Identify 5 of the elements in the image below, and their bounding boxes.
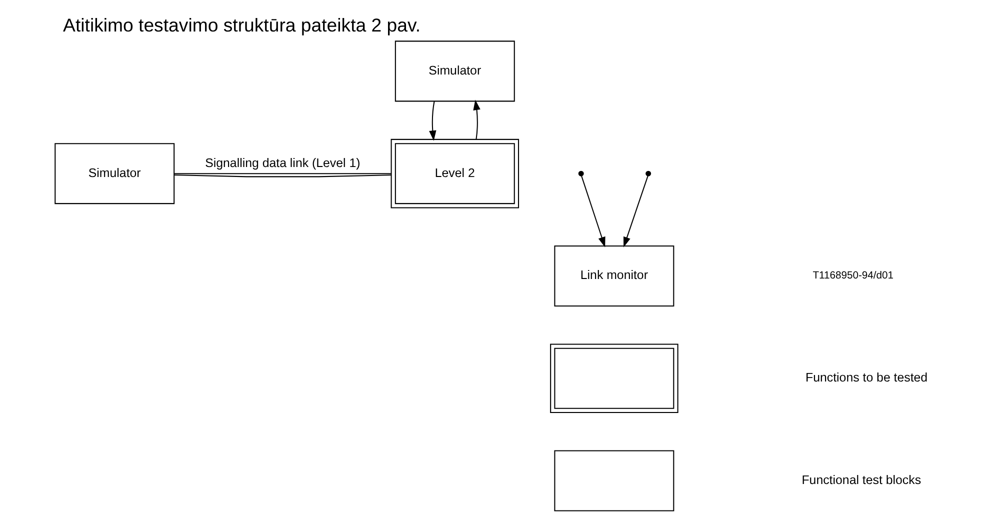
legend-label: Functions to be tested (806, 370, 928, 385)
edge-label: Signalling data link (Level 1) (205, 156, 360, 170)
legend-label: Functional test blocks (802, 472, 922, 487)
label: T1168950-94/d01 (812, 270, 894, 282)
diagram-title: Atitikimo testavimo struktūra pateikta 2 pav. (63, 14, 421, 36)
